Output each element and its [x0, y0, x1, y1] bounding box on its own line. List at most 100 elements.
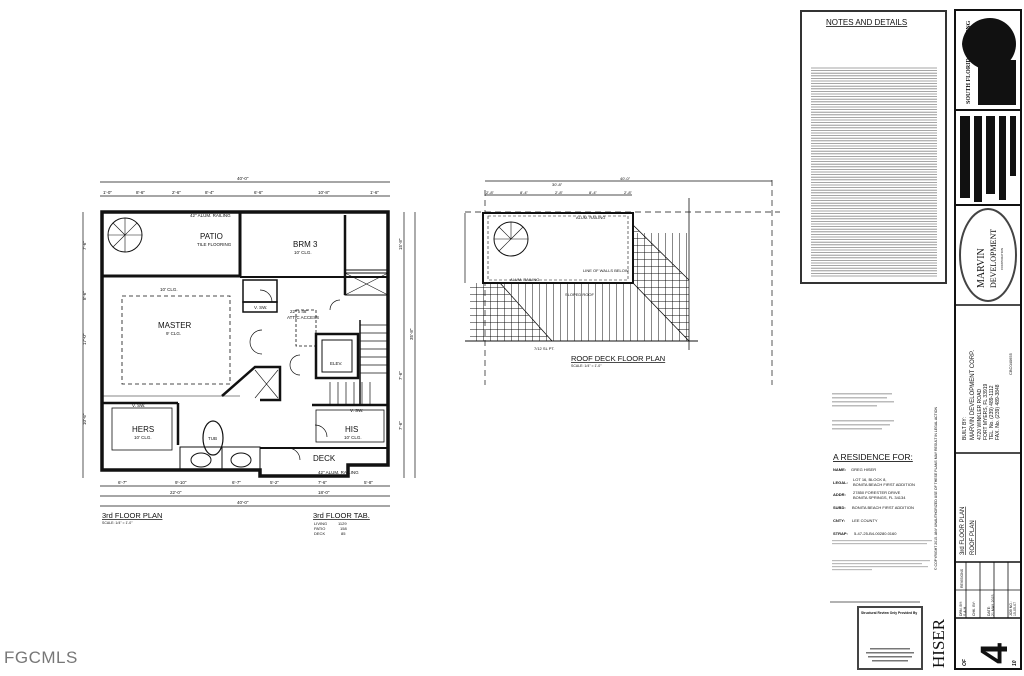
dimension: 1'-0" [103, 190, 112, 195]
dimension: 1'-6" [370, 190, 379, 195]
roof-note: SLOPED ROOF [565, 292, 594, 297]
residence-legal: BONITA BEACH FIRST ADDITION [853, 482, 915, 487]
notes-title: NOTES AND DETAILS [826, 18, 907, 27]
room-label-his: HIS [345, 425, 358, 434]
room-sublabel: 10' CLG. [344, 435, 362, 440]
dimension-overall: 40'-0" [620, 176, 631, 181]
dimension: 9'-10" [175, 480, 187, 485]
residence-subdivision: BONITA BEACH FIRST ADDITION [852, 505, 914, 510]
dimension: 2'-6" [172, 190, 181, 195]
residence-strap: 5-47-25-B4-00280.0160 [854, 531, 897, 536]
dimension: 8'-4" [520, 190, 529, 195]
stamp-text-block [960, 116, 1016, 202]
dimension: 35'-8" [409, 328, 414, 340]
residence-name: GREG HISER [851, 467, 876, 472]
dimension: 18'-0" [318, 490, 330, 495]
railing-note: 42" ALUM. RAILING [190, 213, 231, 218]
residence-label: STRAP: [833, 531, 848, 536]
structural-review-title: Structural Review Only Provided By [861, 611, 917, 615]
builder-fax: FAX. No. (239) 489-3848 [995, 384, 1001, 440]
floor-tab: 3rd FLOOR TAB. LIVING 1129 PATIO 158 DEC… [313, 511, 370, 536]
residence-label: SUBD: [833, 505, 846, 510]
dimension: 5'-2" [270, 480, 279, 485]
third-floor-plan-labels: PATIO TILE FLOORING BRM 3 10' CLG. MASTE… [82, 176, 414, 525]
copyright-notice: © COPYRIGHT 2015. ANY UNAUTHORIZED USE O… [934, 406, 938, 570]
dimension: 2'-8" [486, 190, 495, 195]
floor-plan-scale: SCALE: 1/4" = 1'-0" [102, 521, 133, 525]
room-sublabel: 10' CLG. [294, 250, 312, 255]
floor-tab-label: DECK [314, 531, 325, 536]
dimension-overall: 40'-0" [237, 176, 249, 181]
builder-address: 4720 WINKLER ROAD [977, 388, 983, 440]
dimension: 7'-6" [398, 371, 403, 380]
vent-note: V. SW. [350, 408, 363, 413]
railing-note: 42" ALUM. RAILING [318, 470, 359, 475]
sheet-number-value: 4 [974, 643, 1016, 664]
client-name: HISER [929, 618, 948, 668]
dimension: 15'-8" [398, 238, 403, 250]
residence-label: NAME: [833, 467, 846, 472]
residence-label: LEGAL: [833, 480, 848, 485]
room-label-brm3: BRM 3 [293, 240, 318, 249]
dimension-overall: 40'-0" [237, 500, 249, 505]
third-floor-plan [82, 181, 416, 507]
built-by-label: BUILT BY: [962, 417, 968, 440]
floor-tab-title: 3rd FLOOR TAB. [313, 511, 370, 520]
south-florida-drafting-logo: SOUTH FLORIDA DRAFTING [962, 17, 1016, 105]
room-sublabel: TILE FLOORING [197, 242, 232, 247]
dimension: 6'-6" [254, 190, 263, 195]
builder-license: CBC040655 [1008, 352, 1013, 375]
attic-access-label: ATTIC ACCESS [287, 315, 319, 320]
revisions-label: REVISIONS [960, 568, 964, 588]
sheet-title: ROOF PLAN [970, 520, 976, 555]
dimension: 5'-8" [364, 480, 373, 485]
room-sublabel: 9' CLG. [166, 331, 181, 336]
vent-note: V. SW. [132, 403, 145, 408]
dimension: 10'-8" [318, 190, 330, 195]
roof-plan-title: ROOF DECK FLOOR PLAN [571, 354, 665, 363]
revision-block: REVISIONS DRN. BY: S.A.H. CHK. BY: DATE:… [959, 568, 1017, 616]
sheet-title: 3rd FLOOR PLAN [960, 507, 966, 555]
roof-note: LINE OF WALLS BELOW [583, 268, 629, 273]
room-label-master: MASTER [158, 321, 192, 330]
room-sublabel: 10' CLG. [160, 287, 178, 292]
title-block [954, 9, 1022, 670]
floor-plan-title: 3rd FLOOR PLAN [102, 511, 162, 520]
residence-address: BONITA SPRINGS, FL 34134 [853, 495, 906, 500]
sheet-of-label: OF [962, 658, 968, 666]
checked-by-label: CHK. BY: [972, 601, 976, 616]
room-sublabel: 10' CLG. [134, 435, 152, 440]
dimension: 6'-7" [118, 480, 127, 485]
residence-title: A RESIDENCE FOR: [833, 452, 913, 462]
date-value: 21 MAY, 2015 [991, 594, 995, 616]
sheet-number: 4 OF 10 [962, 643, 1018, 666]
builder-name: MARVIN DEVELOPMENT CORP. [970, 350, 976, 440]
residence-county: LEE COUNTY [852, 518, 878, 523]
dimension: 8'-6" [82, 291, 87, 300]
dimension: 8'-6" [136, 190, 145, 195]
railing-note: ALUM. RAILING [510, 277, 539, 282]
room-label-hers: HERS [132, 425, 154, 434]
date-label: DATE: [987, 606, 991, 616]
room-label-patio: PATIO [200, 232, 223, 241]
dimension: 8'-4" [589, 190, 598, 195]
builder-info: BUILT BY: MARVIN DEVELOPMENT CORP. 4720 … [962, 350, 1013, 440]
notes-and-details-box: NOTES AND DETAILS [800, 10, 947, 284]
dimension: 7'-6" [318, 480, 327, 485]
floor-tab-value: 1129 [338, 521, 347, 526]
dimension: 10'-6" [82, 413, 87, 425]
dimension: 22'-0" [170, 490, 182, 495]
residence-info: A RESIDENCE FOR: NAME: GREG HISER LEGAL:… [830, 393, 932, 603]
roof-plan-scale: SCALE: 1/4" = 1'-0" [571, 364, 602, 368]
drafting-logo-text: SOUTH FLORIDA DRAFTING [966, 20, 972, 104]
railing-note: ALUM. RAILING [576, 215, 605, 220]
dimension: 7'-6" [398, 421, 403, 430]
roof-deck-labels: 40'-0" 30'-8" 2'-8" 8'-4" 2'-8" 8'-4" 2'… [486, 176, 665, 368]
roof-deck-plan [464, 180, 780, 385]
dimension: 30'-8" [552, 182, 563, 187]
tub-label: TUB [208, 436, 217, 441]
roof-pitch-note: 7/12 SL PT. [534, 346, 555, 351]
marvin-development-logo: MARVIN DEVELOPMENT CORPORATION [959, 208, 1017, 302]
vent-note: V. SW. [254, 305, 267, 310]
